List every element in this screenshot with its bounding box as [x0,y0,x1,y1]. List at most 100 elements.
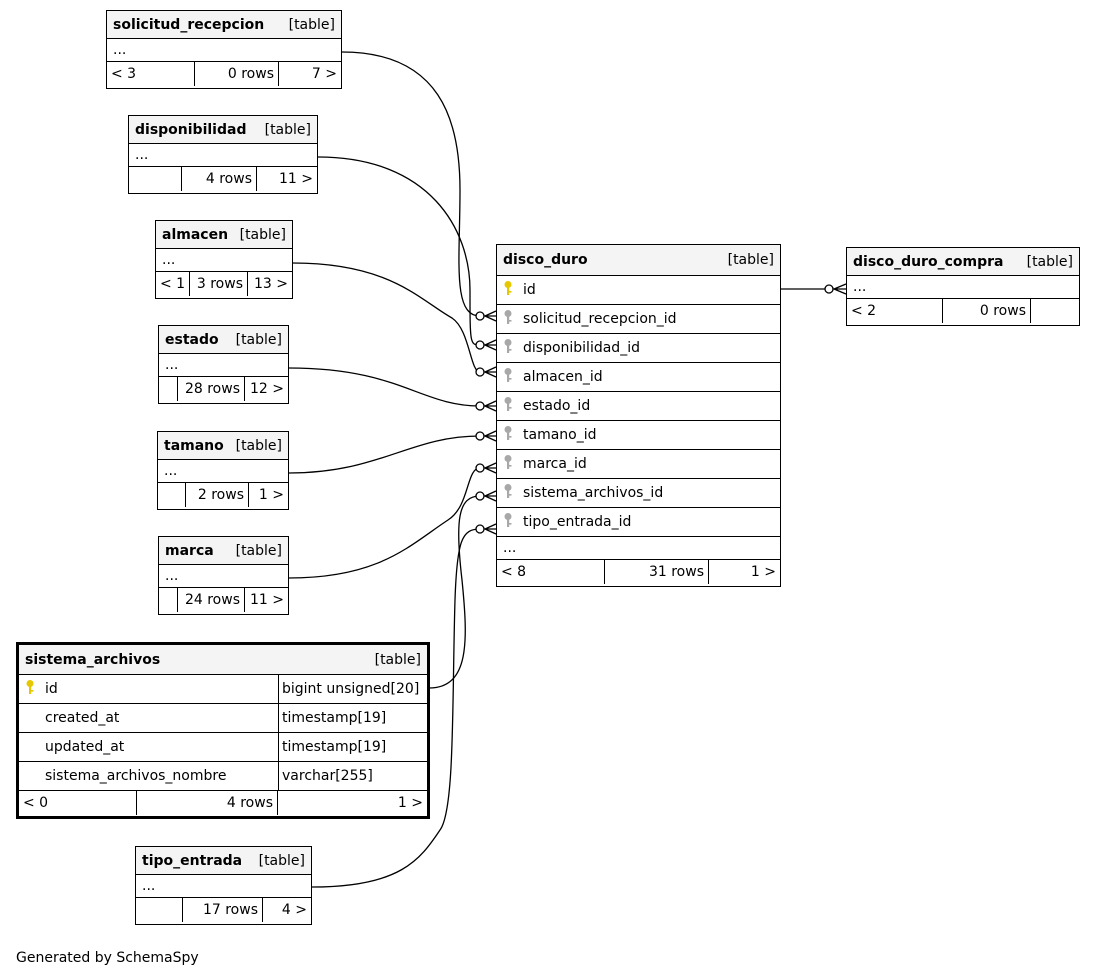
children-count: 1 > [750,564,776,580]
edge-marca [288,467,481,579]
children-count: 13 > [254,276,288,292]
table-almacen[interactable]: almacen[table] ... < 1 3 rows 13 > [155,220,293,299]
column-row: sistema_archivos_nombre varchar[255] [19,762,427,791]
edge-disponibilidad [317,156,481,346]
primary-key-icon [503,280,523,300]
row-count: 28 rows [178,377,245,401]
table-name: sistema_archivos [25,651,161,668]
row-count: 4 rows [182,167,257,191]
parents-count [159,588,178,612]
column-row: estado_id [497,392,780,421]
columns-collapsed: ... [107,39,341,62]
column-name: created_at [45,710,120,726]
column-type: bigint unsigned[20] [278,675,427,703]
row-count: 2 rows [186,483,249,507]
column-name: estado_id [523,398,591,414]
table-kind: [table] [235,542,282,559]
column-row: almacen_id [497,363,780,392]
parents-count [158,483,186,507]
table-kind: [table] [235,331,282,348]
table-disco-duro-compra[interactable]: disco_duro_compra[table] ... < 2 0 rows [846,247,1080,326]
table-kind: [table] [288,16,335,33]
children-count: 4 > [281,902,307,918]
edge-tamano [288,435,481,474]
foreign-key-icon [503,454,523,474]
table-name: almacen [162,226,229,243]
column-type: timestamp[19] [278,733,427,761]
table-solicitud-recepcion[interactable]: solicitud_recepcion [table] ... < 3 0 row… [106,10,342,89]
column-name: sistema_archivos_nombre [45,768,227,784]
table-kind: [table] [235,437,282,454]
row-count: 0 rows [195,62,279,86]
row-count: 24 rows [178,588,245,612]
table-marca[interactable]: marca[table] ... 24 rows 11 > [158,536,289,615]
parents-count [159,377,178,401]
table-kind: [table] [264,121,311,138]
generated-by-credit: Generated by SchemaSpy [16,950,199,966]
table-name: solicitud_recepcion [113,16,265,33]
column-type: timestamp[19] [278,704,427,732]
crows-foot-markers [484,283,847,535]
table-kind: [table] [374,651,421,668]
table-kind: [table] [727,252,774,268]
column-name: tamano_id [523,427,597,443]
table-disco-duro[interactable]: disco_duro [table] id solicitud_recepcion… [496,244,781,587]
table-kind: [table] [258,852,305,869]
column-row: disponibilidad_id [497,334,780,363]
row-count: 4 rows [137,791,278,815]
column-name: updated_at [45,739,125,755]
table-name: disco_duro_compra [853,253,1004,270]
parents-count: < 2 [847,299,943,323]
primary-key-icon [25,679,45,699]
table-tamano[interactable]: tamano [table] ... 2 rows 1 > [157,431,289,510]
columns-collapsed: ... [847,276,1079,299]
row-count: 31 rows [605,560,709,584]
table-estado[interactable]: estado [table] ... 28 rows 12 > [158,325,289,404]
edge-solicitud-recepcion [341,51,481,317]
table-name: tipo_entrada [142,852,243,869]
foreign-key-icon [503,338,523,358]
parents-count [129,167,182,191]
foreign-key-icon [503,512,523,532]
column-name: disponibilidad_id [523,340,640,356]
column-name: id [45,681,58,697]
edge-almacen [292,262,481,373]
column-row: updated_at timestamp[19] [19,733,427,762]
table-kind: [table] [239,226,286,243]
column-name: id [523,282,536,298]
table-name: disponibilidad [135,121,247,138]
column-name: solicitud_recepcion_id [523,311,677,327]
columns-collapsed: ... [159,354,288,377]
parents-count: < 1 [156,272,190,296]
column-row: id [497,276,780,305]
table-name: estado [165,331,219,348]
edge-tipo-entrada [311,528,481,888]
columns-collapsed: ... [136,875,311,898]
columns-collapsed: ... [129,144,317,167]
children-count: 11 > [250,592,284,608]
table-name: disco_duro [503,252,588,268]
parents-count: < 0 [19,791,137,815]
table-disponibilidad[interactable]: disponibilidad [table] ... 4 rows 11 > [128,115,318,194]
foreign-key-icon [503,367,523,387]
table-tipo-entrada[interactable]: tipo_entrada[table] ... 17 rows 4 > [135,846,312,925]
column-row: tipo_entrada_id [497,508,780,537]
children-count [1031,299,1079,323]
children-count: 11 > [279,171,313,187]
edge-sistema-archivos [428,495,481,689]
table-sistema-archivos[interactable]: sistema_archivos [table] id bigint unsign… [16,642,430,819]
column-name: marca_id [523,456,587,472]
parents-count: < 3 [107,62,195,86]
column-row: created_at timestamp[19] [19,704,427,733]
column-name: tipo_entrada_id [523,514,632,530]
row-count: 3 rows [190,272,248,296]
children-count: 7 > [311,66,337,82]
column-name: almacen_id [523,369,603,385]
children-count: 12 > [250,381,284,397]
columns-collapsed: ... [158,460,288,483]
foreign-key-icon [503,396,523,416]
parents-count: < 8 [497,560,605,584]
table-name: tamano [164,437,224,454]
children-count: 1 > [258,487,284,503]
